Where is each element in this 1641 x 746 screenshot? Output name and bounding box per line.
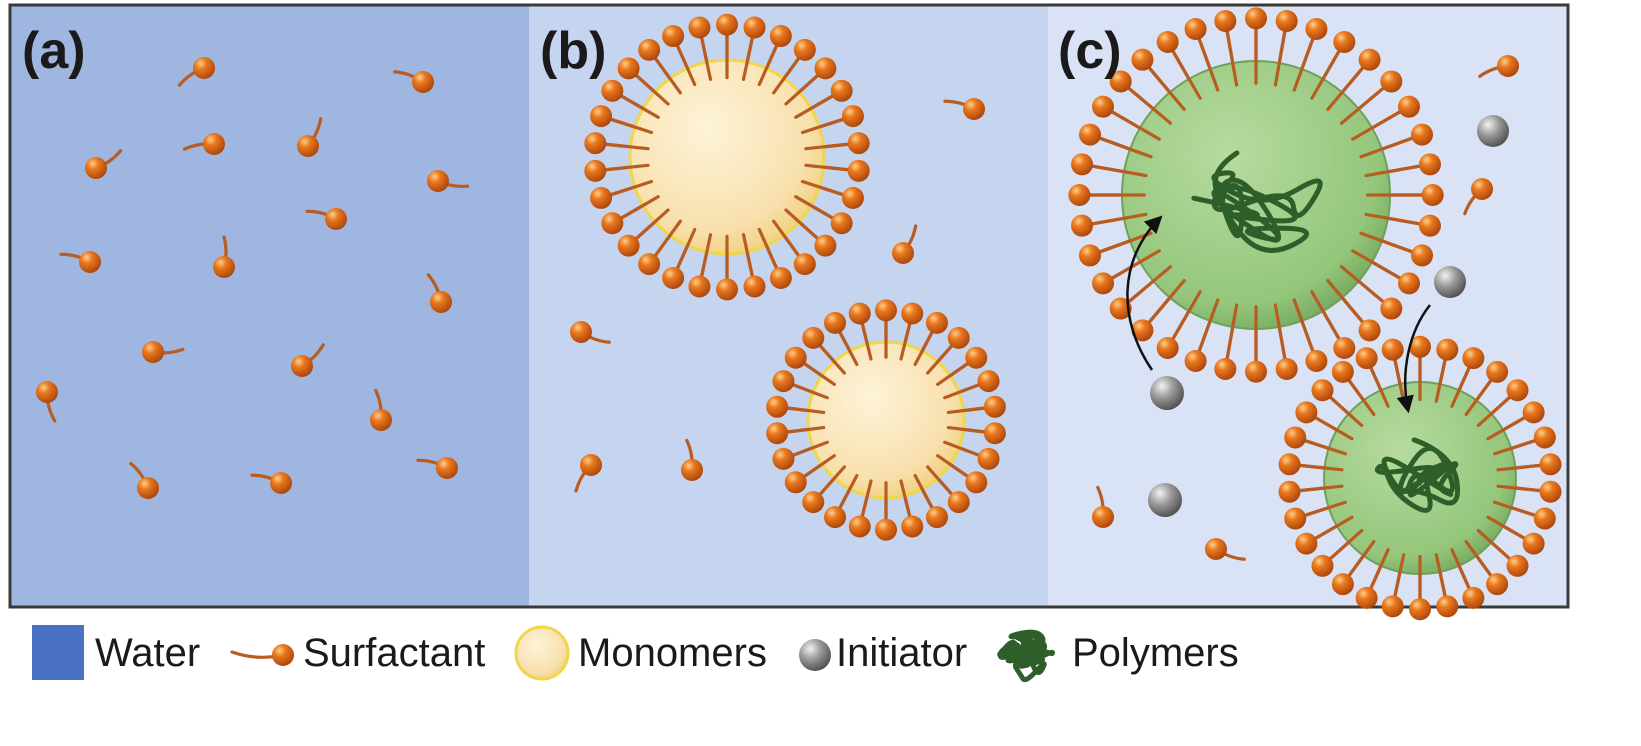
legend-monomers-label: Monomers <box>578 631 767 675</box>
initiator-particle <box>1477 115 1509 147</box>
surfactant-molecule <box>892 224 918 264</box>
surfactant-molecule <box>36 381 58 423</box>
surfactant-icon <box>230 644 294 666</box>
initiator-particle <box>1434 266 1466 298</box>
arrow-icon <box>1396 304 1431 414</box>
legend: Water Surfactant Monomers Initiator Poly… <box>32 625 1239 683</box>
panel-label-a: (a) <box>22 22 86 80</box>
surfactant-molecule <box>426 273 452 313</box>
surfactant-molecule <box>1205 538 1246 561</box>
initiator-particle <box>1150 376 1184 410</box>
panel-c-content <box>1068 7 1562 621</box>
legend-water-label: Water <box>95 631 200 675</box>
surfactant-molecule <box>1463 178 1493 216</box>
surfactant-molecule <box>370 388 392 431</box>
surfactant-molecule <box>297 117 323 157</box>
polymer-chain <box>1374 437 1461 513</box>
legend-polymers-label: Polymers <box>1072 631 1239 675</box>
surfactant-molecule <box>574 454 602 493</box>
surfactant-molecule <box>177 57 215 87</box>
monomer-droplet <box>584 13 870 301</box>
arrow-icon <box>1126 215 1163 371</box>
diagram-content <box>36 7 1562 621</box>
surfactant-molecule <box>681 438 703 481</box>
surfactant-molecule <box>943 98 985 120</box>
initiator-particle <box>1148 483 1182 517</box>
monomer-droplet-icon <box>514 625 570 681</box>
surfactant-molecule <box>1478 55 1519 78</box>
surfactant-molecule <box>85 149 123 179</box>
surfactant-molecule <box>416 457 458 479</box>
surfactant-molecule <box>427 170 470 192</box>
polymer-chain <box>1005 632 1047 669</box>
surfactant-molecule <box>213 235 235 278</box>
surfactant-molecule <box>291 343 325 377</box>
water-swatch <box>32 625 84 680</box>
polymer-particle <box>1278 335 1562 621</box>
legend-surfactant-label: Surfactant <box>303 631 485 675</box>
surfactant-molecule <box>182 133 225 155</box>
surfactant-molecule <box>142 341 185 363</box>
surfactant-molecule <box>129 461 159 499</box>
surfactant-molecule <box>393 70 434 93</box>
surfactant-molecule <box>305 208 347 230</box>
polymer-chain <box>1191 150 1323 253</box>
panel-label-c: (c) <box>1058 22 1122 80</box>
surfactant-molecule <box>570 321 611 344</box>
panel-b-content <box>570 13 1006 541</box>
legend-initiator-label: Initiator <box>836 631 967 675</box>
diagram-frame <box>8 3 1570 609</box>
monomer-droplet <box>766 299 1006 541</box>
panel-a-content <box>36 57 470 499</box>
polymer-coil-icon <box>997 629 1055 683</box>
polymer-particle <box>1068 7 1444 383</box>
surfactant-molecule <box>250 472 292 494</box>
initiator-icon <box>799 639 831 671</box>
panel-label-b: (b) <box>540 22 606 80</box>
surfactant-molecule <box>59 251 101 273</box>
surfactant-molecule <box>1092 485 1114 528</box>
